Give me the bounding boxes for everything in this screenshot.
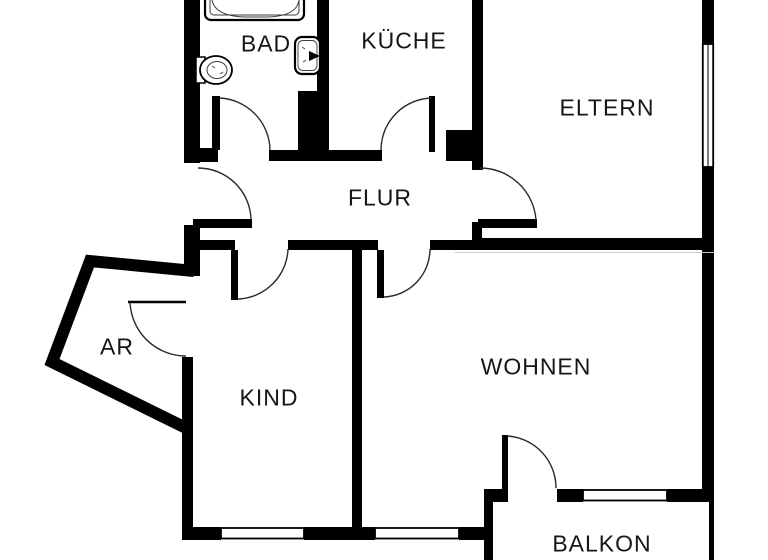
wall-segment	[182, 357, 193, 540]
wall-segment	[667, 489, 714, 502]
toilet-icon	[195, 55, 233, 85]
wall-segment	[472, 0, 483, 170]
wall-segment	[352, 248, 362, 540]
wall-segment	[430, 240, 472, 250]
room-label-kueche: KÜCHE	[361, 27, 447, 54]
wohnen-window	[374, 527, 460, 540]
room-label-kind: KIND	[239, 384, 299, 411]
wohnen-door-leaf	[377, 250, 384, 298]
wall-segment	[304, 527, 375, 540]
wall-segment	[702, 0, 714, 44]
entrance-door-arc	[197, 167, 252, 220]
wall-segment	[200, 148, 218, 162]
kind-door-leaf	[231, 250, 238, 300]
room-label-ar: AR	[100, 333, 134, 360]
wall-segment	[472, 238, 714, 250]
doors-layer	[128, 96, 557, 489]
room-label-flur: FLUR	[347, 184, 413, 211]
wall-segment	[472, 222, 482, 240]
wohnen-door-arc	[383, 248, 431, 298]
fixtures-layer	[195, 0, 322, 85]
wall-segment	[184, 225, 200, 276]
sink-tap-arrow	[309, 51, 320, 61]
windows-layer	[220, 43, 715, 540]
kueche-door-arc	[380, 97, 433, 151]
kind-window	[220, 527, 305, 540]
kueche-door-leaf	[429, 96, 435, 152]
wall-segment	[702, 167, 714, 502]
balcony-door-arc	[507, 435, 557, 489]
room-label-eltern: ELTERN	[559, 94, 655, 121]
balcony-door-leaf	[502, 435, 508, 489]
wall-segment	[484, 489, 508, 502]
eltern-door-leaf	[478, 219, 537, 228]
wall-segment	[182, 527, 221, 540]
kind-door-arc	[237, 248, 289, 300]
room-label-wohnen: WOHNEN	[480, 353, 592, 380]
entrance-door-leaf	[193, 219, 252, 228]
wall-segment	[288, 240, 378, 250]
walls-layer	[44, 0, 714, 560]
room-label-bad: BAD	[240, 30, 292, 57]
eltern-door-arc	[479, 167, 537, 221]
room-label-balkon: BALKON	[552, 530, 652, 557]
wall-segment	[557, 489, 583, 502]
balcony-left-wall	[484, 500, 493, 560]
bathtub-icon	[203, 0, 306, 22]
bad-door-leaf	[212, 96, 220, 150]
wall-segment	[193, 240, 235, 250]
sink-icon	[293, 35, 322, 76]
ar-angled-walls	[44, 254, 195, 435]
ar-door-arc	[129, 301, 187, 357]
bad-door-arc	[219, 97, 271, 151]
wall-segment	[298, 91, 317, 161]
wall-segment	[184, 0, 200, 163]
balcony-window	[582, 489, 668, 502]
wall-segment	[317, 0, 329, 161]
wall-segment	[459, 527, 491, 540]
balcony-right-wall	[709, 502, 714, 560]
